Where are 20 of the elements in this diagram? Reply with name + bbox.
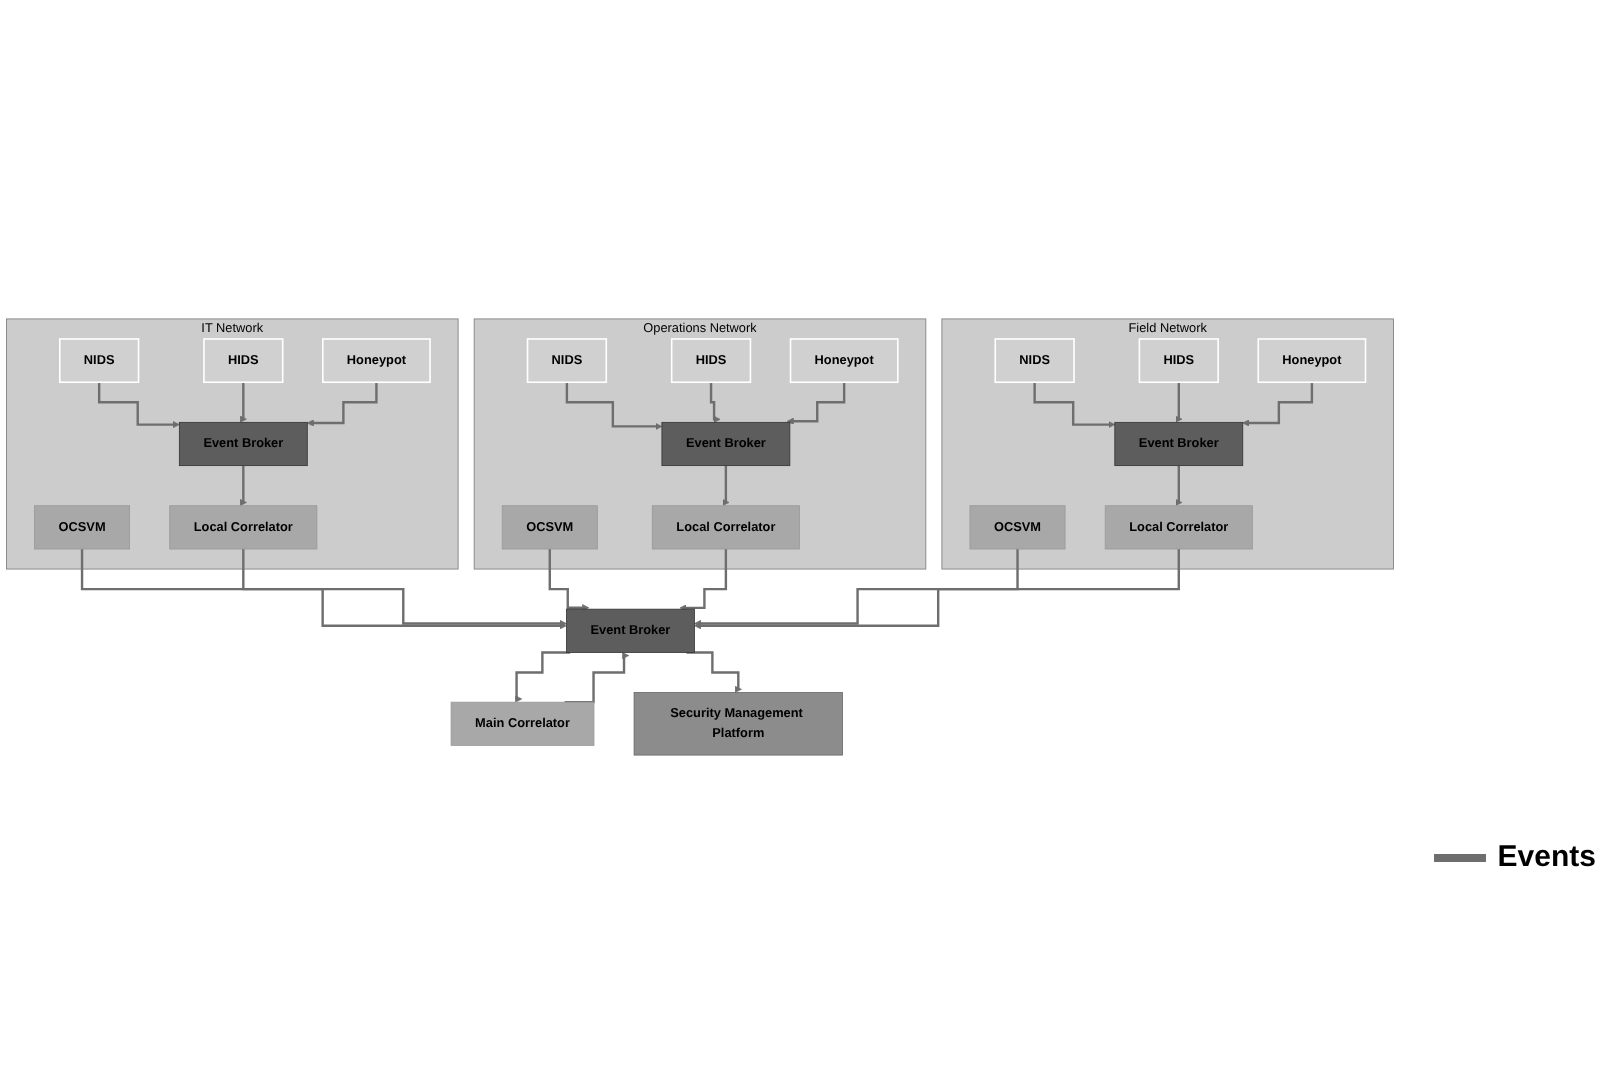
arrow [97,381,180,429]
arrow [709,381,721,423]
arrow [239,381,247,423]
arrow [515,651,571,703]
arrow [306,381,378,427]
arrow [786,381,846,425]
arrow [548,547,590,612]
arrow [694,547,1019,628]
arrow [1242,381,1314,427]
arrow [80,547,567,630]
arrow [1175,464,1183,507]
arrow [694,547,1180,630]
legend-text: Events [1497,840,1596,874]
arrow [722,464,730,507]
arrow [565,381,663,430]
arrow [1175,381,1183,423]
arrow [1033,381,1116,429]
arrow [239,464,247,507]
arrow [242,547,567,628]
arrow [679,547,728,612]
